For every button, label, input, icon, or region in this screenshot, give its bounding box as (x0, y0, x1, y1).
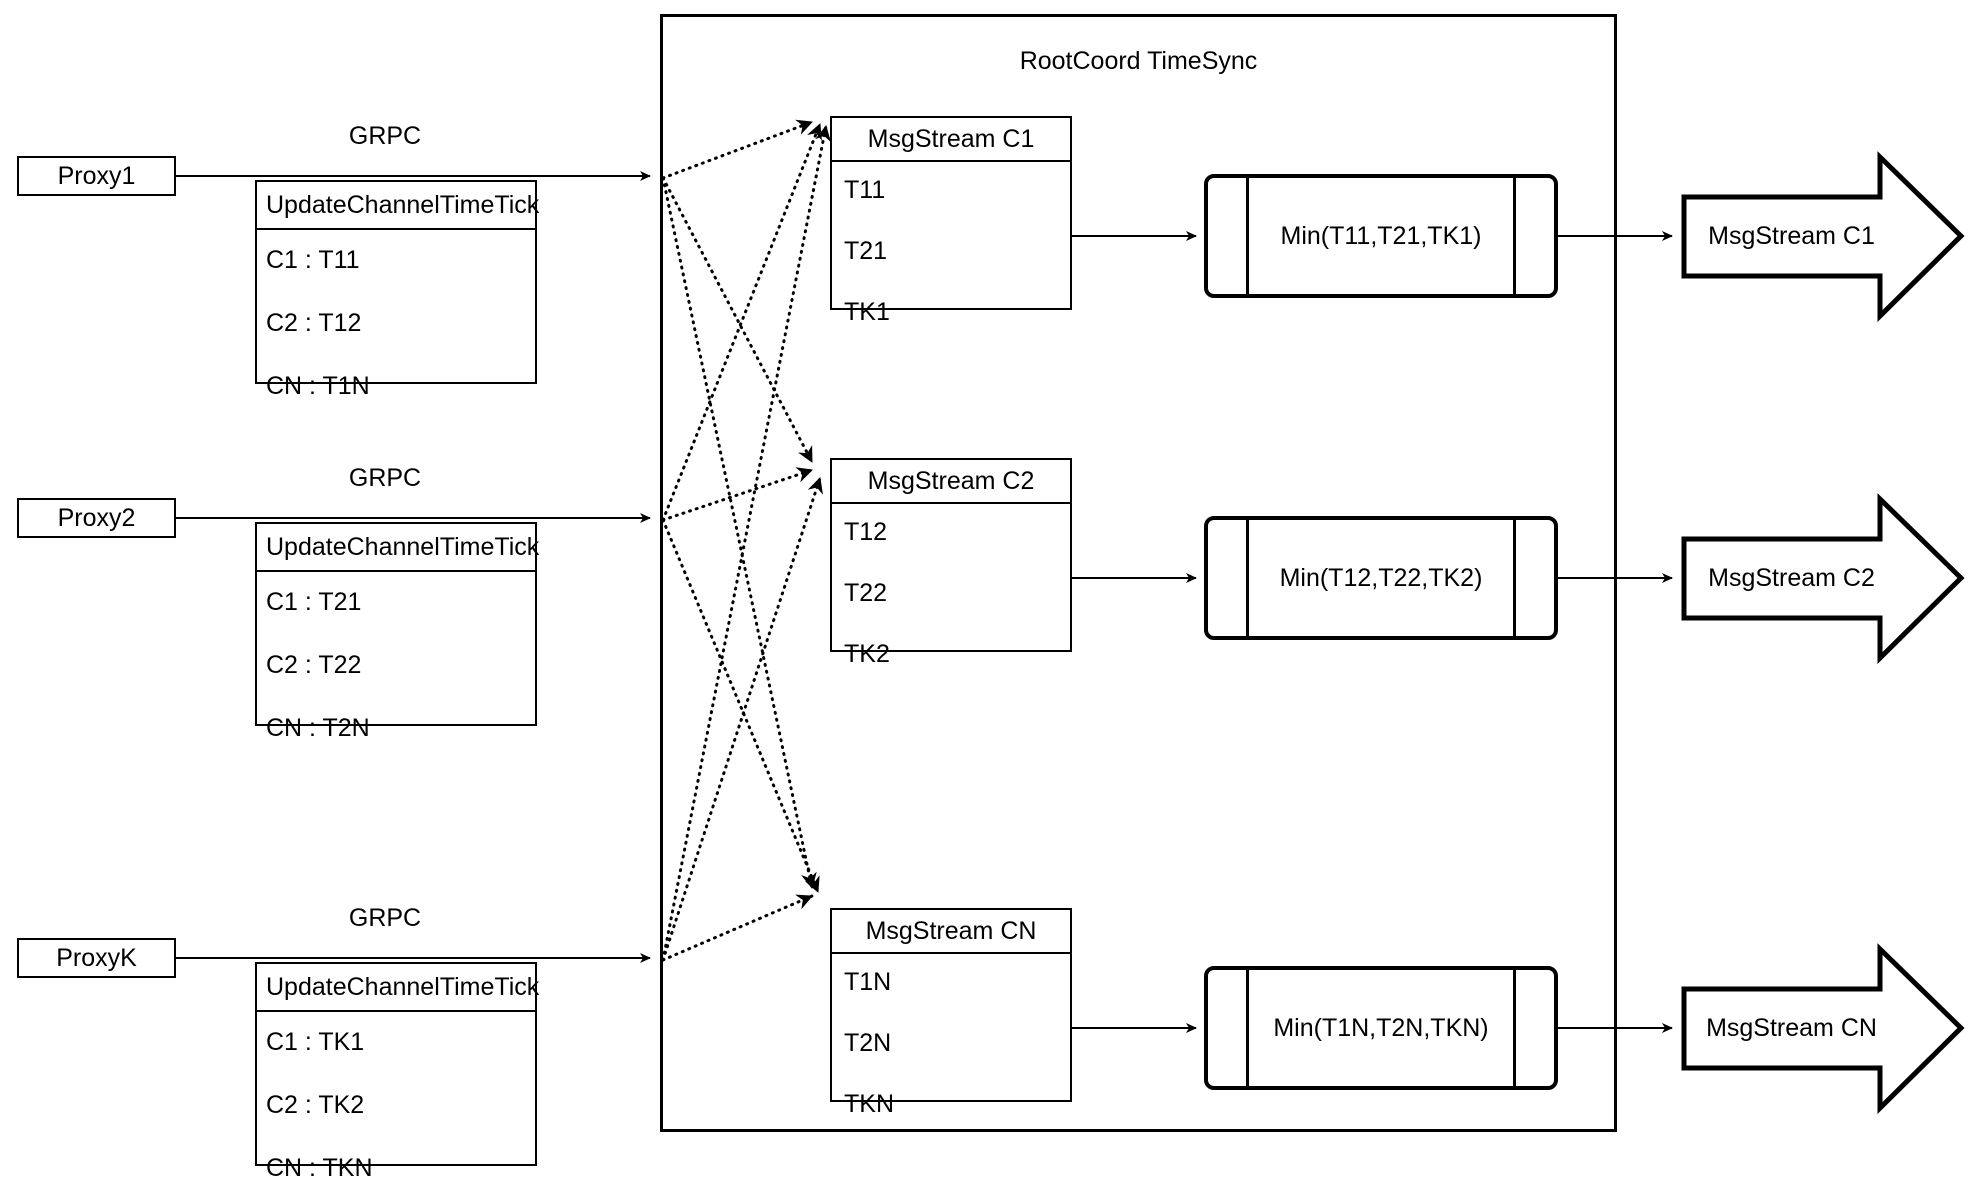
rootcoord-timesync-container: RootCoord TimeSync (660, 14, 1617, 1132)
update-channel-timetick-box-proxyk: UpdateChannelTimeTick C1 : TK1 C2 : TK2 … (255, 962, 539, 1181)
output-label: MsgStream C2 (1708, 564, 1875, 592)
timetick-row: C1 : TK1 (266, 1028, 365, 1056)
output-block-arrow-cn: MsgStream CN (1684, 989, 1961, 1068)
output-block-arrow-c2: MsgStream C2 (1684, 539, 1961, 618)
proxy-box-proxyk[interactable]: ProxyK (17, 938, 176, 978)
output-label: MsgStream C1 (1708, 222, 1875, 250)
output-block-arrow-shape-3 (1681, 943, 1965, 1114)
update-channel-timetick-title: UpdateChannelTimeTick (257, 964, 539, 1012)
output-block-arrow-shape-1 (1681, 151, 1965, 322)
grpc-label-proxy1: GRPC (348, 122, 422, 150)
update-channel-timetick-title: UpdateChannelTimeTick (257, 524, 539, 572)
update-channel-timetick-box-proxy2: UpdateChannelTimeTick C1 : T21 C2 : T22 … (255, 522, 539, 741)
timetick-row: CN : T1N (266, 372, 370, 400)
output-label: MsgStream CN (1706, 1014, 1877, 1042)
grpc-label-proxyk: GRPC (348, 904, 422, 932)
proxy-label: Proxy1 (57, 161, 136, 190)
output-block-arrow-shape-2 (1681, 493, 1965, 664)
timetick-row: C2 : T12 (266, 309, 362, 337)
proxy-box-proxy2[interactable]: Proxy2 (17, 498, 176, 538)
proxy-label: Proxy2 (57, 503, 136, 532)
grpc-label-proxy2: GRPC (348, 464, 422, 492)
output-block-arrow-c1: MsgStream C1 (1684, 197, 1961, 276)
timetick-row: C2 : TK2 (266, 1091, 365, 1119)
timetick-row: C1 : T11 (266, 246, 360, 274)
proxy-label: ProxyK (56, 943, 137, 972)
update-channel-timetick-rows: C1 : T21 C2 : T22 CN : T2N (257, 572, 535, 741)
timetick-row: C1 : T21 (266, 588, 362, 616)
update-channel-timetick-box-proxy1: UpdateChannelTimeTick C1 : T11 C2 : T12 … (255, 180, 539, 399)
timetick-row: C2 : T22 (266, 651, 362, 679)
update-channel-timetick-title: UpdateChannelTimeTick (257, 182, 539, 230)
timetick-row: CN : T2N (266, 714, 370, 742)
proxy-box-proxy1[interactable]: Proxy1 (17, 156, 176, 196)
timetick-row: CN : TKN (266, 1154, 373, 1182)
container-title: RootCoord TimeSync (1019, 47, 1258, 75)
update-channel-timetick-rows: C1 : T11 C2 : T12 CN : T1N (257, 230, 535, 399)
update-channel-timetick-rows: C1 : TK1 C2 : TK2 CN : TKN (257, 1012, 535, 1181)
